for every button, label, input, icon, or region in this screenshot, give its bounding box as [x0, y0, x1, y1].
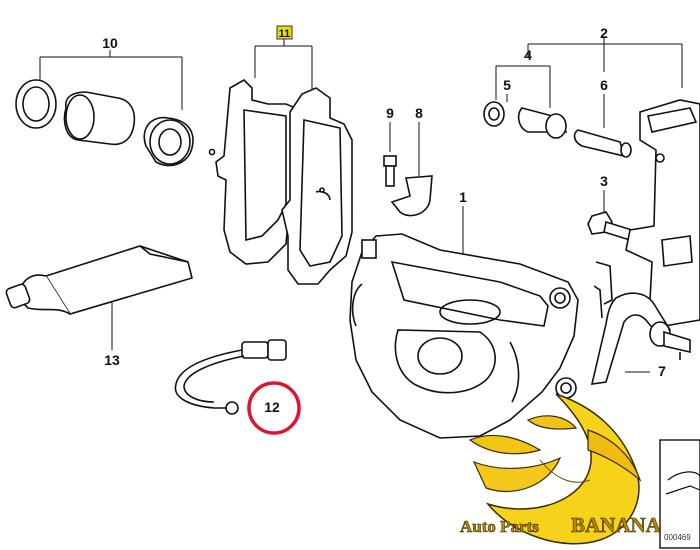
leader-lines: [39, 38, 683, 373]
caliper-carrier-part: [593, 99, 700, 327]
guide-bushing-part: [483, 101, 568, 139]
wear-sensor-part: [174, 339, 287, 415]
stabilizer-link-part: [590, 292, 691, 385]
label-part-10: 10: [102, 35, 118, 51]
brand-watermark: Auto Parts BANANA: [460, 513, 662, 538]
brake-pads-part: [215, 79, 353, 285]
brand-small-text: Auto Parts: [460, 517, 539, 536]
label-part-9: 9: [386, 105, 394, 121]
label-part-11: 11: [279, 28, 291, 40]
grease-tube-part: [5, 245, 193, 315]
caliper-housing-part: [349, 233, 579, 439]
label-part-11-box: [276, 25, 293, 40]
label-part-1: 1: [459, 189, 467, 205]
label-part-2: 2: [600, 25, 608, 41]
label-part-8: 8: [415, 105, 423, 121]
label-part-7: 7: [658, 363, 666, 379]
inset-detail: 000469: [659, 439, 700, 549]
banana-logo: [468, 393, 642, 545]
bolt-part: [587, 211, 633, 242]
label-part-3: 3: [600, 173, 608, 189]
piston-kit-part: [15, 79, 216, 167]
label-part-6: 6: [600, 77, 608, 93]
diagram-code: 000469: [664, 533, 691, 542]
highlight-circle: [247, 381, 301, 435]
part-labels: 10 11 2 4 5 6 3 9 8 1 7 13 12: [102, 25, 666, 435]
label-part-4: 4: [524, 47, 532, 63]
bleeder-clip-part: [383, 155, 433, 217]
label-part-12: 12: [264, 399, 280, 415]
label-part-13: 13: [104, 352, 120, 368]
guide-pin-part: [573, 129, 632, 158]
brand-big-text: BANANA: [571, 513, 662, 537]
label-part-5: 5: [503, 77, 511, 93]
